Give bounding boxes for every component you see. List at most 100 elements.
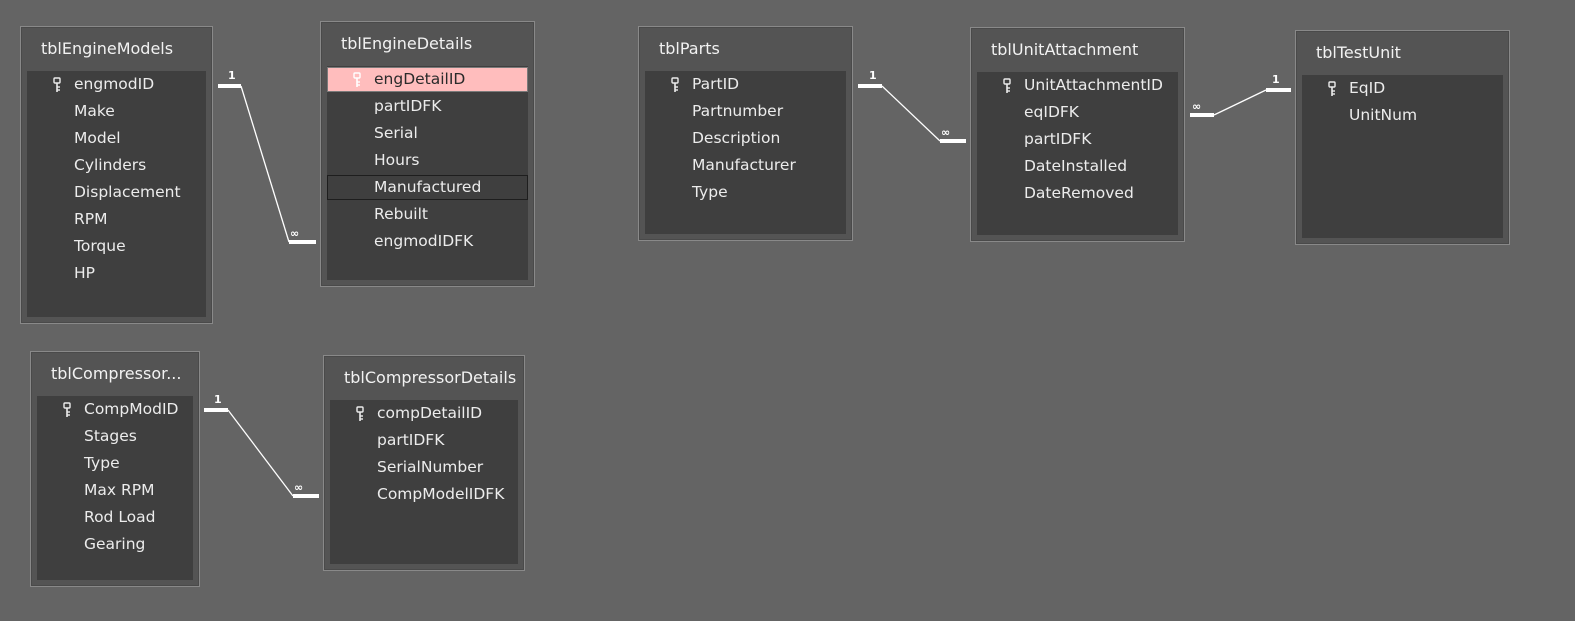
- field-name: Hours: [374, 151, 420, 169]
- field-row[interactable]: EqID: [1302, 76, 1503, 101]
- field-row[interactable]: SerialNumber: [330, 455, 518, 480]
- field-name: DateInstalled: [1024, 157, 1128, 175]
- field-row[interactable]: eqIDFK: [977, 100, 1178, 125]
- field-row[interactable]: Max RPM: [37, 478, 193, 503]
- field-row[interactable]: Type: [37, 451, 193, 476]
- field-row[interactable]: Stages: [37, 424, 193, 449]
- cardinality-one: 1: [869, 69, 877, 82]
- cardinality-one: 1: [228, 69, 236, 82]
- field-name: Manufacturer: [692, 156, 796, 174]
- field-row[interactable]: Rod Load: [37, 505, 193, 530]
- field-row[interactable]: Type: [645, 180, 846, 205]
- key-icon: [1326, 80, 1338, 96]
- field-row[interactable]: Rebuilt: [327, 202, 528, 227]
- field-row[interactable]: Description: [645, 126, 846, 151]
- field-row[interactable]: PartID: [645, 72, 846, 97]
- key-icon: [61, 401, 73, 417]
- table-test-unit[interactable]: tblTestUnit EqID UnitNum: [1295, 30, 1510, 245]
- field-name: Rod Load: [84, 508, 156, 526]
- field-name: CompModID: [84, 400, 179, 418]
- table-engine-details[interactable]: tblEngineDetails engDetailID partIDFK Seri…: [320, 21, 535, 287]
- field-row[interactable]: RPM: [27, 207, 206, 232]
- cardinality-many: ∞: [941, 126, 950, 139]
- field-row[interactable]: Serial: [327, 121, 528, 146]
- field-row[interactable]: Torque: [27, 234, 206, 259]
- field-row[interactable]: HP: [27, 261, 206, 286]
- field-row[interactable]: partIDFK: [977, 127, 1178, 152]
- table-compressor-details[interactable]: tblCompressorDetails compDetailID partIDF…: [323, 355, 525, 571]
- field-name: Model: [74, 129, 121, 147]
- field-row[interactable]: Hours: [327, 148, 528, 173]
- field-name: Type: [84, 454, 120, 472]
- field-name: UnitAttachmentID: [1024, 76, 1163, 94]
- field-row[interactable]: DateInstalled: [977, 154, 1178, 179]
- field-name: CompModelIDFK: [377, 485, 505, 503]
- field-name: partIDFK: [374, 97, 442, 115]
- field-name: engDetailID: [374, 70, 466, 88]
- field-row[interactable]: compDetailID: [330, 401, 518, 426]
- field-name: Torque: [74, 237, 126, 255]
- table-title[interactable]: tblTestUnit: [1316, 43, 1401, 62]
- field-name: Gearing: [84, 535, 146, 553]
- field-name: Cylinders: [74, 156, 147, 174]
- field-name: Max RPM: [84, 481, 155, 499]
- relationship-compressormodels-compressordetails[interactable]: 1 ∞: [204, 393, 319, 498]
- table-title[interactable]: tblParts: [659, 39, 720, 58]
- field-row[interactable]: DateRemoved: [977, 181, 1178, 206]
- field-row[interactable]: Cylinders: [27, 153, 206, 178]
- relationship-testunit-unitattachment[interactable]: ∞ 1: [1190, 73, 1291, 117]
- table-unit-attachment[interactable]: tblUnitAttachment UnitAttachmentID eqIDFK…: [970, 27, 1185, 242]
- field-name: DateRemoved: [1024, 184, 1134, 202]
- field-row[interactable]: engmodIDFK: [327, 229, 528, 254]
- field-row[interactable]: Manufactured: [327, 175, 528, 200]
- field-list: EqID UnitNum: [1302, 75, 1503, 238]
- table-title[interactable]: tblCompressor...: [51, 364, 182, 383]
- cardinality-one: 1: [1272, 73, 1280, 86]
- field-row[interactable]: partIDFK: [327, 94, 528, 119]
- relationship-parts-unitattachment[interactable]: 1 ∞: [858, 69, 966, 143]
- key-icon: [354, 405, 366, 421]
- field-row[interactable]: CompModelIDFK: [330, 482, 518, 507]
- field-row[interactable]: Manufacturer: [645, 153, 846, 178]
- field-name: EqID: [1349, 79, 1386, 97]
- field-row[interactable]: Displacement: [27, 180, 206, 205]
- field-row[interactable]: Make: [27, 99, 206, 124]
- field-name: compDetailID: [377, 404, 483, 422]
- field-name: Manufactured: [374, 178, 482, 196]
- field-row[interactable]: UnitNum: [1302, 103, 1503, 128]
- relationship-enginemodels-enginedetails[interactable]: 1 ∞: [218, 69, 316, 244]
- field-row[interactable]: engmodID: [27, 72, 206, 97]
- cardinality-many: ∞: [1192, 100, 1201, 113]
- field-row[interactable]: Model: [27, 126, 206, 151]
- key-icon: [351, 71, 363, 87]
- field-row[interactable]: partIDFK: [330, 428, 518, 453]
- table-title[interactable]: tblEngineDetails: [341, 34, 473, 53]
- field-name: UnitNum: [1349, 106, 1418, 124]
- field-name: RPM: [74, 210, 108, 228]
- field-row[interactable]: Partnumber: [645, 99, 846, 124]
- table-title[interactable]: tblCompressorDetails: [344, 368, 517, 387]
- table-title[interactable]: tblUnitAttachment: [991, 40, 1139, 59]
- field-name: Serial: [374, 124, 418, 142]
- table-title[interactable]: tblEngineModels: [41, 39, 174, 58]
- field-name: Make: [74, 102, 115, 120]
- field-name: engmodIDFK: [374, 232, 474, 250]
- field-row[interactable]: engDetailID: [327, 67, 528, 92]
- field-row[interactable]: Gearing: [37, 532, 193, 557]
- field-name: HP: [74, 264, 96, 282]
- field-name: Description: [692, 129, 781, 147]
- field-name: Type: [692, 183, 728, 201]
- field-row[interactable]: CompModID: [37, 397, 193, 422]
- field-row[interactable]: UnitAttachmentID: [977, 73, 1178, 98]
